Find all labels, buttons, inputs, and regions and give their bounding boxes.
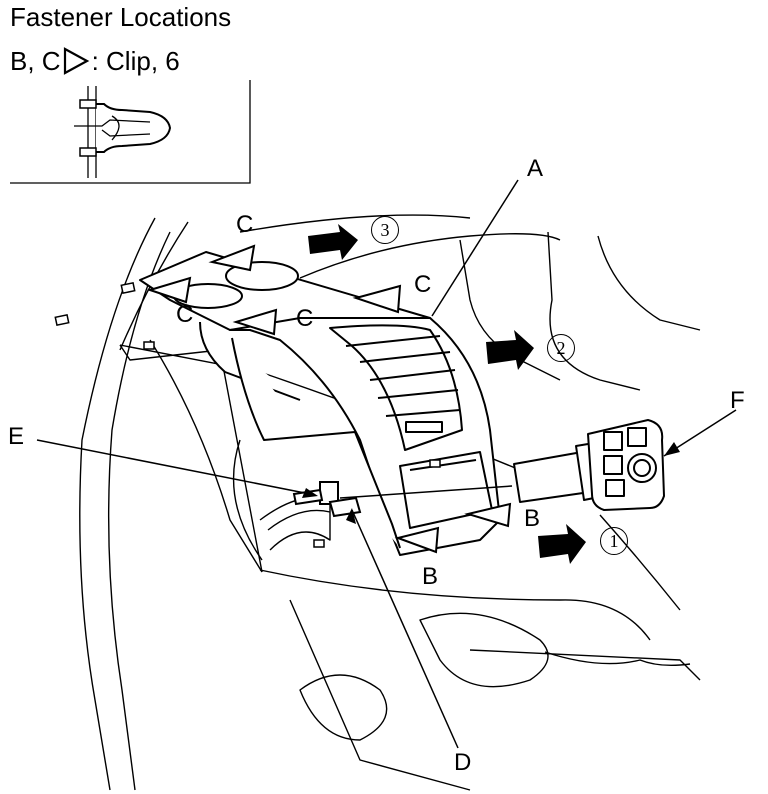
- callout-e: E: [8, 423, 25, 450]
- callout-a: A: [527, 155, 544, 182]
- step-1-marker: 1: [600, 527, 628, 555]
- clip-legend: B, C : Clip, 6: [10, 44, 180, 78]
- step-2-marker: 2: [547, 334, 575, 362]
- switch-f-icon: [513, 419, 665, 511]
- callout-f: F: [730, 387, 745, 414]
- callout-c-left: C: [176, 301, 194, 328]
- leader-d: [351, 509, 459, 749]
- callout-c-right: C: [414, 271, 432, 298]
- callout-d: D: [454, 749, 472, 776]
- diagram-title: Fastener Locations: [10, 2, 232, 32]
- legend-suffix: : Clip, 6: [91, 46, 180, 76]
- leader-e: [36, 439, 311, 495]
- clip-marker-icon: [63, 47, 89, 75]
- callout-c-top: C: [236, 211, 254, 238]
- legend-prefix: B, C: [10, 46, 61, 76]
- callout-b-bottom: B: [422, 563, 439, 590]
- step-3-marker: 3: [371, 216, 399, 244]
- callout-b-right: B: [524, 505, 541, 532]
- direction-arrows: [308, 224, 586, 564]
- leader-a: [431, 179, 519, 317]
- callout-c-center: C: [296, 305, 314, 332]
